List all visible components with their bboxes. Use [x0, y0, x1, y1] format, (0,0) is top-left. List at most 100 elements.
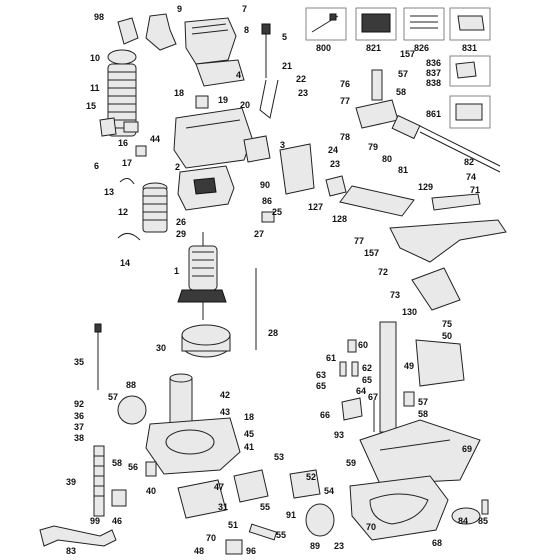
label: 55 [260, 502, 270, 512]
label: 7 [242, 4, 247, 14]
label: 38 [74, 433, 84, 443]
label: 66 [320, 410, 330, 420]
label: 89 [310, 541, 320, 551]
field-stator [177, 165, 235, 211]
label: 92 [74, 399, 84, 409]
label: 157 [364, 248, 379, 258]
label: 3 [280, 140, 285, 150]
label: 5 [282, 32, 287, 42]
accessory-icons [305, 7, 491, 129]
label: 64 [356, 386, 366, 396]
label: 82 [464, 157, 474, 167]
label: 58 [418, 409, 428, 419]
label: 81 [398, 165, 408, 175]
label: 41 [244, 442, 254, 452]
brush-holder [99, 117, 117, 137]
label: 63 [316, 370, 326, 380]
label: 861 [426, 109, 441, 119]
label: 85 [478, 516, 488, 526]
label: 68 [432, 538, 442, 548]
label: 16 [118, 138, 128, 148]
power-lead [259, 23, 279, 119]
label: 44 [150, 134, 160, 144]
label: 23 [298, 88, 308, 98]
label: 1 [174, 266, 179, 276]
label: 77 [354, 236, 364, 246]
fan-baffle [181, 324, 231, 358]
label: 127 [308, 202, 323, 212]
label: 43 [220, 407, 230, 417]
label: 29 [176, 229, 186, 239]
label: 49 [404, 361, 414, 371]
label: 40 [146, 486, 156, 496]
label: 4 [236, 70, 241, 80]
spanner [39, 525, 117, 547]
guide-rods [93, 323, 157, 517]
label: 13 [104, 187, 114, 197]
label: 75 [442, 319, 452, 329]
label: 15 [86, 101, 96, 111]
label: 14 [120, 258, 130, 268]
label: 93 [334, 430, 344, 440]
label: 70 [206, 533, 216, 543]
screw-85 [481, 499, 489, 515]
label: 39 [66, 477, 76, 487]
label: 28 [268, 328, 278, 338]
label: 57 [418, 397, 428, 407]
label: 67 [368, 392, 378, 402]
label: 9 [177, 4, 182, 14]
label: 25 [272, 207, 282, 217]
label: 31 [218, 502, 228, 512]
dust-spout [411, 267, 461, 311]
label: 58 [396, 87, 406, 97]
label: 23 [330, 159, 340, 169]
label: 46 [112, 516, 122, 526]
label: 96 [246, 546, 256, 556]
label: 58 [112, 458, 122, 468]
plunge-body [117, 373, 335, 537]
label: 78 [340, 132, 350, 142]
side-fence [325, 175, 507, 263]
insulator-17 [135, 145, 147, 157]
label: 70 [366, 522, 376, 532]
cable-clip-13 [119, 178, 135, 185]
label: 6 [94, 161, 99, 171]
label: 57 [398, 69, 408, 79]
label: 53 [274, 452, 284, 462]
label: 55 [276, 530, 286, 540]
label: 60 [358, 340, 368, 350]
label: 27 [254, 229, 264, 239]
label: 2 [175, 162, 180, 172]
label: 18 [174, 88, 184, 98]
label: 21 [282, 61, 292, 71]
label: 30 [156, 343, 166, 353]
label: 831 [462, 43, 477, 53]
label: 10 [90, 53, 100, 63]
label: 130 [402, 307, 417, 317]
label: 47 [214, 482, 224, 492]
label: 72 [378, 267, 388, 277]
label: 98 [94, 12, 104, 22]
label: 157 [400, 49, 415, 59]
label: 84 [458, 516, 468, 526]
cable-clip-14 [117, 233, 141, 241]
label: 56 [128, 462, 138, 472]
label: 37 [74, 422, 84, 432]
label: 83 [66, 546, 76, 556]
switch-cover [279, 143, 315, 195]
label: 129 [418, 182, 433, 192]
handle-knob-55 [248, 523, 278, 541]
label: 74 [466, 172, 476, 182]
label: 62 [362, 363, 372, 373]
label: 99 [90, 516, 100, 526]
label: 73 [390, 290, 400, 300]
label: 19 [218, 95, 228, 105]
label: 59 [346, 458, 356, 468]
motor-top-cap [184, 17, 245, 87]
label: 8 [244, 25, 249, 35]
collet-96 [225, 539, 243, 555]
label: 91 [286, 510, 296, 520]
dust-adapter-group [107, 13, 177, 137]
label: 69 [462, 444, 472, 454]
label: 17 [122, 158, 132, 168]
